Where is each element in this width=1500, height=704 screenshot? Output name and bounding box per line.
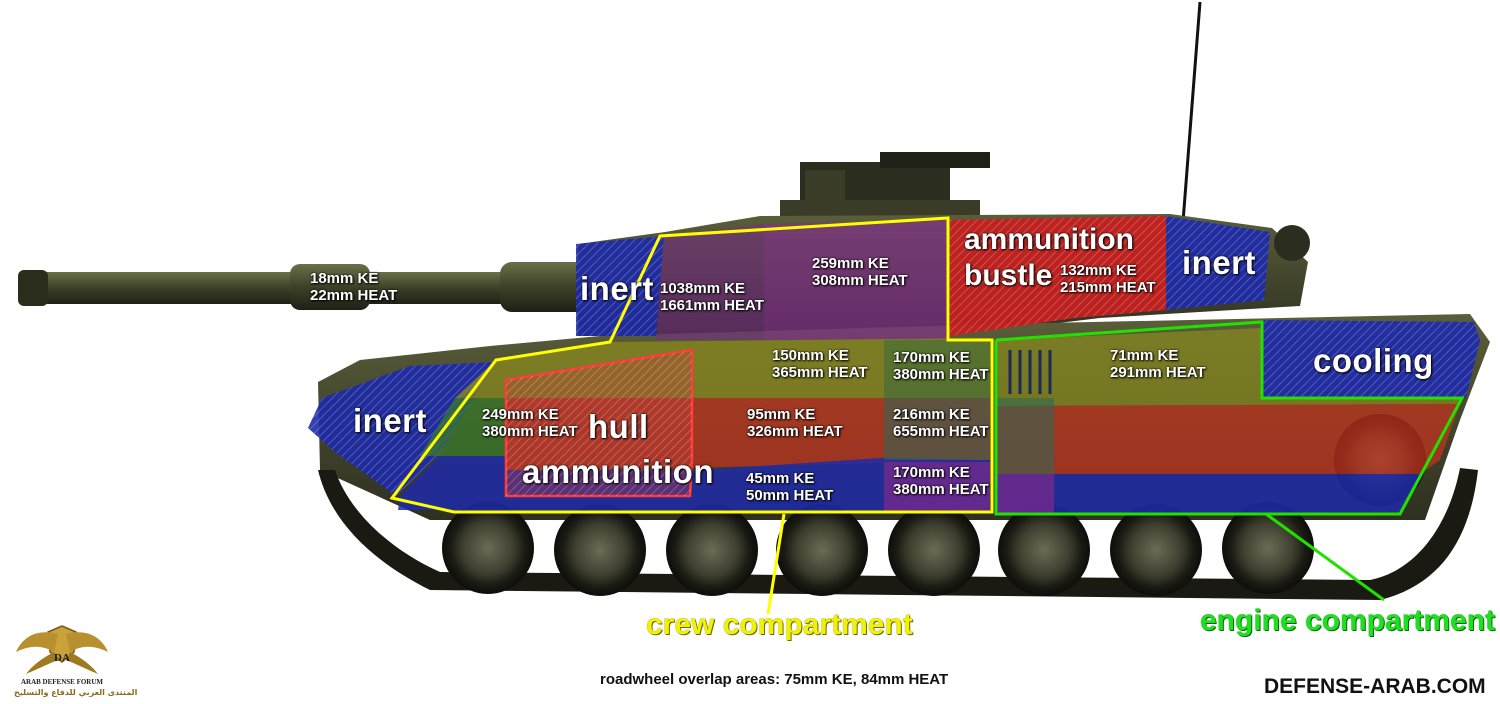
heat-value: 22mm HEAT [310, 287, 398, 305]
site-watermark: DEFENSE-ARAB.COM [1264, 675, 1486, 698]
ke-value: 259mm KE [812, 255, 889, 272]
zone-label-inert-turret-rear: inert [1182, 244, 1257, 281]
antenna [1181, 1, 1202, 223]
zone-hull-upper-right [884, 340, 990, 398]
ke-value: 95mm KE [747, 406, 816, 423]
crew-leader-line [766, 513, 786, 615]
zone-turret-front [656, 224, 764, 340]
logo-arabic-name: المنتدى العربي للدفاع والتسليح [14, 688, 138, 697]
armor-label-turret-front: 1038mm KE 1661mm HEAT [660, 280, 764, 315]
heat-value: 380mm HEAT [893, 481, 989, 499]
engine-grille [1008, 350, 1052, 394]
zone-turret-side [764, 220, 948, 340]
logo-name: ARAB DEFENSE FORUM [20, 678, 104, 686]
turret-roof-equipment [780, 152, 990, 222]
armor-label-turret-side: 259mm KE 308mm HEAT [812, 255, 908, 290]
ke-value: 132mm KE [1060, 262, 1137, 279]
zone-label-hull-ammunition-1: hull [588, 408, 649, 445]
engine-compartment-outline [994, 320, 1465, 516]
armor-label-hull-lower-center: 45mm KE 50mm HEAT [746, 470, 833, 505]
ke-value: 170mm KE [893, 464, 970, 481]
heat-value: 326mm HEAT [747, 423, 843, 441]
zone-hull-mid-right [884, 398, 990, 460]
heat-value: 291mm HEAT [1110, 364, 1206, 382]
ke-value: 18mm KE [310, 270, 379, 287]
zone-label-inert-mantlet: inert [580, 270, 655, 307]
heat-value: 655mm HEAT [893, 423, 989, 441]
caption-engine-compartment: engine compartment [1200, 604, 1496, 637]
logo-initials: DA [54, 652, 70, 664]
heat-value: 215mm HEAT [1060, 279, 1156, 297]
heat-value: 380mm HEAT [482, 423, 578, 441]
track [318, 468, 1478, 600]
armor-label-hull-front: 249mm KE 380mm HEAT [482, 406, 578, 441]
logo-emblem-icon [16, 625, 108, 674]
zone-label-hull-ammunition-2: ammunition [522, 453, 714, 490]
zone-label-ammunition-bustle: ammunition bustle [964, 222, 1134, 294]
gun-barrel [18, 262, 590, 312]
crew-compartment-outline [389, 216, 994, 514]
arab-defense-forum-logo: DA ARAB DEFENSE FORUM المنتدى العربي للد… [14, 622, 138, 700]
ke-value: 150mm KE [772, 347, 849, 364]
turret-rear-fitting [1274, 225, 1310, 261]
caption-crew-compartment: crew compartment [646, 608, 913, 641]
armor-label-bustle: 132mm KE 215mm HEAT [1060, 262, 1156, 297]
heat-value: 308mm HEAT [812, 272, 908, 290]
armor-label-hull-mid-center: 95mm KE 326mm HEAT [747, 406, 843, 441]
armor-label-gun-barrel: 18mm KE 22mm HEAT [310, 270, 397, 305]
armor-label-hull-upper-center: 150mm KE 365mm HEAT [772, 347, 868, 382]
heat-value: 1661mm HEAT [660, 297, 764, 315]
ke-value: 45mm KE [746, 470, 815, 487]
zone-engine-upper [996, 328, 1460, 406]
zone-engine-lower [996, 474, 1420, 514]
zone-hull-lower-right [884, 462, 990, 512]
ke-value: 249mm KE [482, 406, 559, 423]
engine-leader-line [1265, 512, 1385, 602]
armor-label-hull-upper-right: 170mm KE 380mm HEAT [893, 349, 989, 384]
zone-label-line: bustle [964, 259, 1053, 292]
armor-label-hull-lower-right: 170mm KE 380mm HEAT [893, 464, 989, 499]
roadwheel-overlap-note: roadwheel overlap areas: 75mm KE, 84mm H… [600, 671, 949, 688]
zone-label-line: ammunition [964, 223, 1134, 256]
zone-label-inert-hull-front: inert [353, 402, 428, 439]
ke-value: 71mm KE [1110, 347, 1179, 364]
ke-value: 170mm KE [893, 349, 970, 366]
zone-engine-middle [996, 404, 1460, 474]
armor-label-engine-side: 71mm KE 291mm HEAT [1110, 347, 1206, 382]
zone-label-cooling: cooling [1313, 342, 1434, 379]
heat-value: 50mm HEAT [746, 487, 834, 505]
heat-value: 365mm HEAT [772, 364, 868, 382]
armor-label-hull-mid-right: 216mm KE 655mm HEAT [893, 406, 989, 441]
ke-value: 1038mm KE [660, 280, 746, 297]
heat-value: 380mm HEAT [893, 366, 989, 384]
ke-value: 216mm KE [893, 406, 970, 423]
zone-hull-front [420, 398, 506, 456]
